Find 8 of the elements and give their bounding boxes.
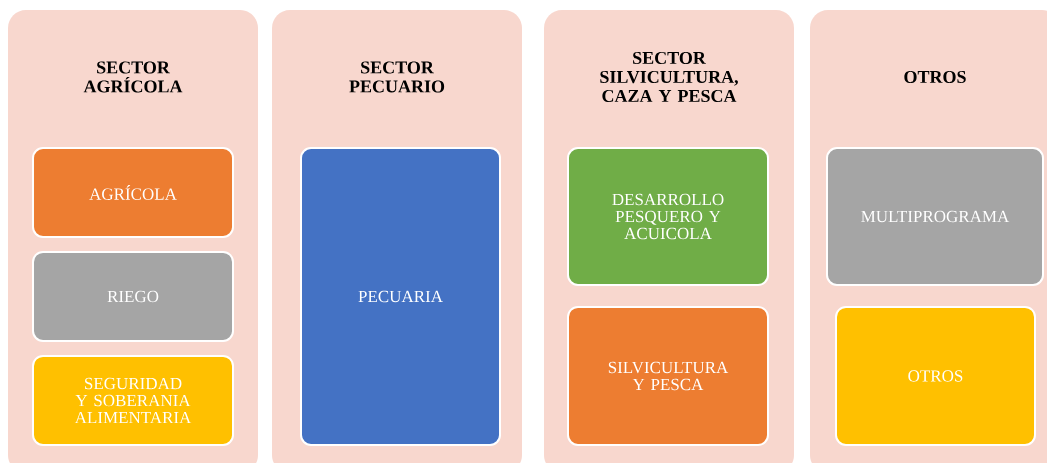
program-box: SILVICULTURA Y PESCA bbox=[567, 306, 769, 446]
program-box: DESARROLLO PESQUERO Y ACUICOLA bbox=[567, 147, 769, 286]
program-box: OTROS bbox=[835, 306, 1036, 446]
program-box: PECUARIA bbox=[300, 147, 501, 446]
program-box: AGRÍCOLA bbox=[32, 147, 234, 238]
program-box: MULTIPROGRAMA bbox=[826, 147, 1044, 286]
program-box: SEGURIDAD Y SOBERANIA ALIMENTARIA bbox=[32, 355, 234, 446]
program-box: RIEGO bbox=[32, 251, 234, 342]
